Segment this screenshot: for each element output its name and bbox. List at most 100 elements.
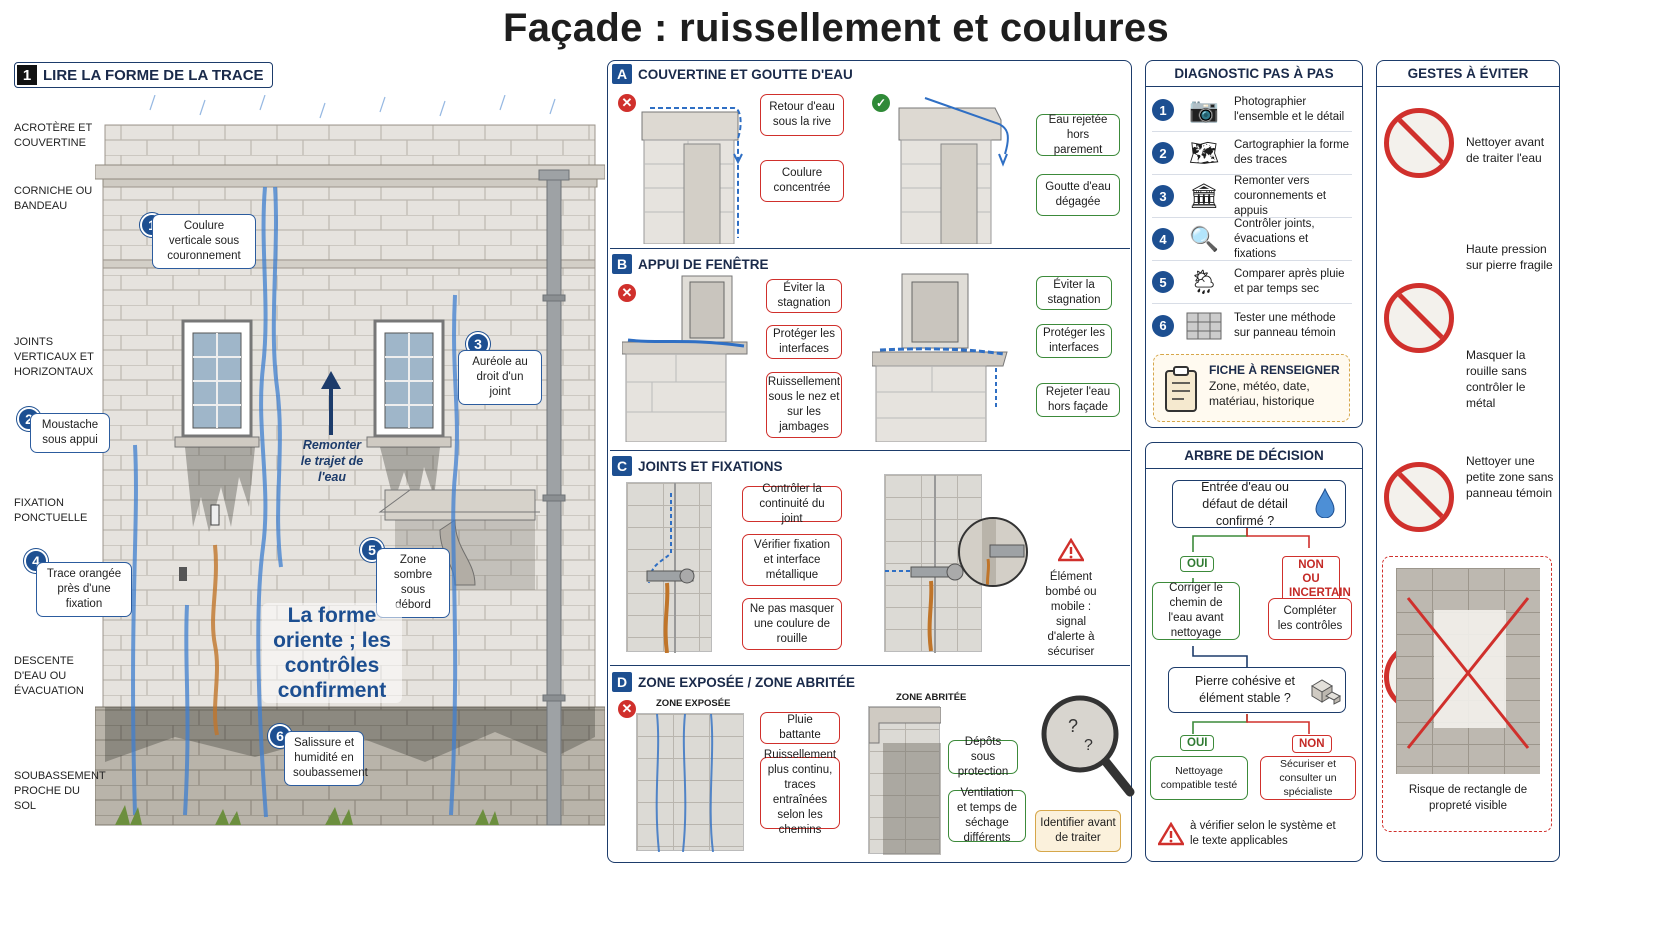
step-text: Remonter vers couronnements et appuis <box>1234 174 1327 217</box>
decision-answer-no-2: Sécuriser et consulter un spécialiste <box>1260 756 1356 800</box>
avoid-title: GESTES À ÉVITER <box>1407 66 1529 81</box>
callout-2: Moustache sous appui <box>30 413 110 453</box>
diagnostic-step: 4🔍Contrôler joints, évacuations et fixat… <box>1152 218 1352 261</box>
section-b-heading: B APPUI DE FENÊTRE <box>612 254 769 274</box>
risk-text: Risque de rectangle de propreté visible <box>1408 784 1528 812</box>
no-label: NON OU INCERTAIN <box>1282 556 1351 602</box>
section-letter: B <box>612 254 632 274</box>
section-letter: D <box>612 672 632 692</box>
section-letter: A <box>612 64 632 84</box>
label-joints: JOINTS VERTICAUX ET HORIZONTAUX <box>14 336 94 378</box>
step-number: 6 <box>1152 314 1174 337</box>
diagnostic-step: 6 Tester une méthode sur panneau témoin <box>1152 304 1352 347</box>
step-text: Photographier l'ensemble et le détail <box>1234 96 1345 123</box>
weather-icon: 🌦 <box>1188 268 1220 296</box>
wrong-icon: ✕ <box>618 700 636 718</box>
divider <box>1145 86 1363 87</box>
main-message: La forme oriente ; les contrôles confirm… <box>262 603 402 703</box>
section-title: APPUI DE FENÊTRE <box>638 256 769 272</box>
sill-wrong-illustration <box>621 272 752 443</box>
fixation-zoom-circle <box>958 517 1028 587</box>
diagnostic-step: 5🌦Comparer après pluie et par temps sec <box>1152 261 1352 304</box>
fiche-text: Zone, météo, date, matériau, historique <box>1209 379 1315 408</box>
decision-title: ARBRE DE DÉCISION <box>1184 448 1324 463</box>
risk-illustration <box>1396 568 1540 774</box>
step-number: 2 <box>1152 142 1174 164</box>
brush-icon <box>1384 108 1454 178</box>
divider <box>610 248 1130 249</box>
stone-blocks-icon <box>1308 674 1342 706</box>
exposed-note: Pluie battante <box>760 712 840 744</box>
avoid-item-text: Nettoyer une petite zone sans panneau té… <box>1466 454 1554 500</box>
label-fixation: FIXATION PONCTUELLE <box>14 497 88 524</box>
callout-1: Coulure verticale sous couronnement <box>152 214 256 269</box>
warning-icon <box>1156 821 1186 846</box>
decision-answer-no-1: Compléter les contrôles <box>1268 598 1352 640</box>
step-text: Tester une méthode sur panneau témoin <box>1234 311 1336 339</box>
callout-6: Salissure et humidité en soubassement <box>284 731 368 786</box>
divider <box>1145 468 1363 469</box>
identify-box: Identifier avant de traiter <box>1035 810 1121 852</box>
step-number: 1 <box>1152 99 1174 121</box>
sill-correct-note: Protéger les interfaces <box>1036 324 1112 358</box>
avoid-item-text: Masquer la rouille sans contrôler le mét… <box>1466 348 1527 410</box>
exposed-note: Ruissellement plus continu, traces entra… <box>760 749 840 836</box>
label-soubassement: SOUBASSEMENT PROCHE DU SOL <box>14 770 106 812</box>
sill-correct-illustration <box>871 272 1012 443</box>
svg-text:?: ? <box>1068 716 1078 736</box>
step-text: Comparer après pluie et par temps sec <box>1234 268 1345 295</box>
diagnostic-step: 2 🗺 Cartographier la forme des traces <box>1152 132 1352 175</box>
sheltered-label: ZONE ABRITÉE <box>896 692 967 703</box>
step-text: Cartographier la forme des traces <box>1234 139 1350 166</box>
divider <box>610 450 1130 451</box>
sill-wrong-note: Ruissellement sous le nez et sur les jam… <box>766 372 842 438</box>
wrong-icon: ✕ <box>618 94 636 112</box>
divider <box>1376 86 1560 87</box>
section-title: ZONE EXPOSÉE / ZONE ABRITÉE <box>638 674 856 690</box>
diagnostic-step: 3🏛Remonter vers couronnements et appuis <box>1152 175 1352 218</box>
rust-stone-icon <box>1384 462 1454 532</box>
wrong-icon: ✕ <box>618 284 636 302</box>
section-title: LIRE LA FORME DE LA TRACE <box>43 66 264 84</box>
warning-icon <box>1056 537 1086 562</box>
sheltered-note: Dépôts sous protection <box>948 736 1018 778</box>
sill-correct-note: Éviter la stagnation <box>1036 276 1112 310</box>
building-icon: 🏛 <box>1188 182 1220 210</box>
joint-check-note: Ne pas masquer une coulure de rouille <box>742 598 842 650</box>
fiche-box: FICHE À RENSEIGNER Zone, météo, date, ma… <box>1153 354 1350 422</box>
decision-question-1: Entrée d'eau ou défaut de détail confirm… <box>1172 480 1346 528</box>
section-c-heading: C JOINTS ET FIXATIONS <box>612 456 783 476</box>
section-title: JOINTS ET FIXATIONS <box>638 458 783 474</box>
coping-wrong-note: Retour d'eau sous la rive <box>760 94 844 136</box>
clipboard-icon <box>1162 365 1200 413</box>
diagnostic-step: 1📷Photographier l'ensemble et le détail <box>1152 89 1352 132</box>
coping-correct-note: Eau rejetée hors parement <box>1036 114 1120 156</box>
diagnostic-title: DIAGNOSTIC PAS À PAS <box>1174 66 1334 81</box>
map-icon: 🗺 <box>1188 139 1220 167</box>
warning-text: Élément bombé ou mobile : signal d'alert… <box>1045 571 1097 658</box>
sill-correct-note: Rejeter l'eau hors façade <box>1036 383 1120 417</box>
sill-wrong-note: Protéger les interfaces <box>766 325 842 359</box>
coping-correct-note: Goutte d'eau dégagée <box>1036 174 1120 216</box>
coping-wrong-note: Coulure concentrée <box>760 160 844 202</box>
section-title: COUVERTINE ET GOUTTE D'EAU <box>638 66 853 82</box>
no-label: NON <box>1292 735 1332 753</box>
risk-box <box>1382 556 1552 832</box>
label-acrotere: ACROTÈRE ET COUVERTINE <box>14 122 93 149</box>
section-d-heading: D ZONE EXPOSÉE / ZONE ABRITÉE <box>612 672 855 692</box>
callout-4: Trace orangée près d'une fixation <box>36 562 132 617</box>
callout-3: Auréole au droit d'un joint <box>458 350 542 405</box>
svg-text:?: ? <box>1084 737 1093 754</box>
sill-wrong-note: Éviter la stagnation <box>766 279 842 313</box>
arrow-text: Remonter le trajet de l'eau <box>300 438 364 484</box>
coping-correct-illustration <box>895 94 1015 245</box>
diagnostic-steps: 1📷Photographier l'ensemble et le détail … <box>1152 89 1352 347</box>
decision-answer-yes-1: Corriger le chemin de l'eau avant nettoy… <box>1152 582 1240 640</box>
decision-answer-yes-2: Nettoyage compatible testé <box>1150 756 1248 800</box>
label-descente: DESCENTE D'EAU OU ÉVACUATION <box>14 655 84 697</box>
fiche-title: FICHE À RENSEIGNER <box>1209 363 1340 377</box>
joint-check-note: Contrôler la continuité du joint <box>742 483 842 525</box>
magnifier-icon: ?? <box>1038 692 1136 804</box>
decision-note: à vérifier selon le système et le texte … <box>1190 820 1336 847</box>
exposed-zone-photo <box>636 713 744 853</box>
